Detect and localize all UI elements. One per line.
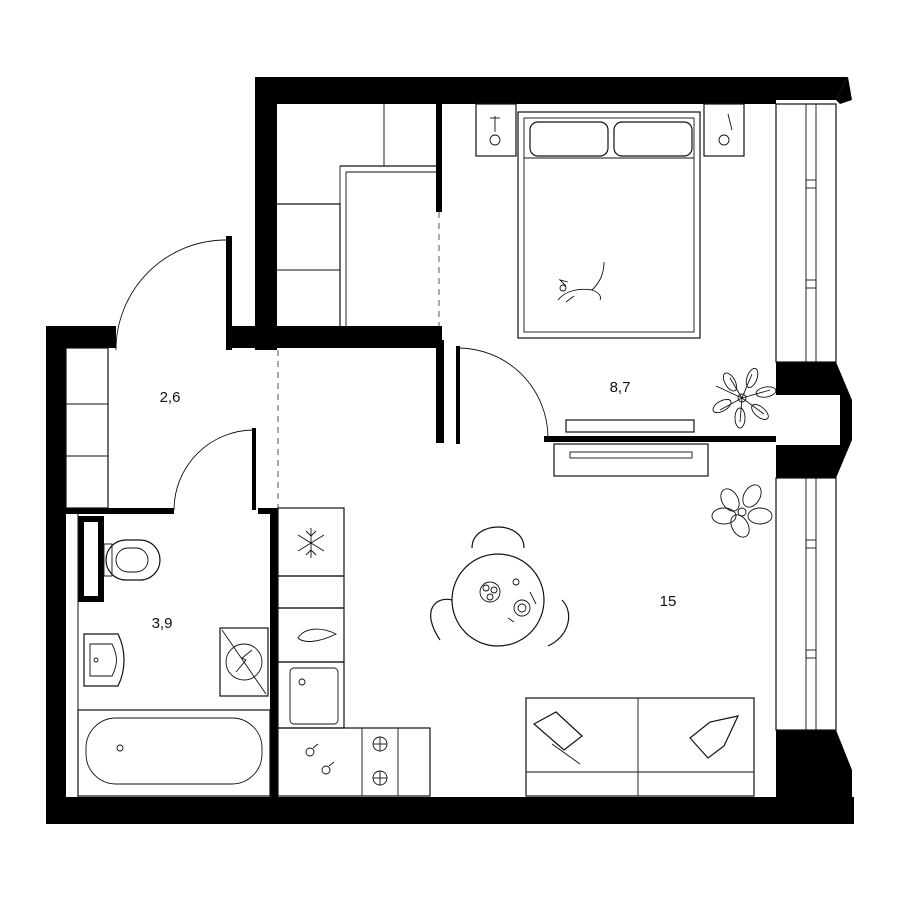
bedroom-door-leaf: [456, 346, 460, 444]
wall-bedroom-left-upper: [436, 104, 442, 212]
cups-icon: [305, 743, 335, 775]
plant-bedroom: [712, 367, 777, 429]
wall-upper-left: [255, 77, 277, 350]
counter-bottom: [277, 727, 431, 797]
bath-door-swing: [173, 429, 255, 511]
walls: [46, 77, 854, 824]
wall-bottom: [46, 797, 854, 824]
wall-bedroom-left-lower: [436, 340, 444, 443]
hall-shelves: [65, 347, 109, 509]
bath-door-leaf: [252, 428, 256, 510]
living-area-label: 15: [660, 593, 677, 610]
bedroom-door-swing: [457, 347, 549, 439]
bath-wall-gap: [66, 514, 78, 797]
nightstand-right: [703, 103, 745, 157]
sink-unit: [277, 661, 345, 729]
shaft-interior: [84, 522, 98, 596]
lightning-icon: [235, 649, 253, 673]
bed: [517, 111, 701, 339]
bathtub: [77, 709, 271, 797]
bathroom-area-label: 3,9: [152, 615, 173, 632]
wall-top-corner: [836, 77, 852, 104]
hall-area-label: 2,6: [160, 389, 181, 406]
plant-living: [711, 484, 773, 538]
bedroom-area-label: 8,7: [610, 379, 631, 396]
washbasin: [83, 633, 125, 687]
entrance-door-swing: [115, 239, 227, 351]
kitchen: [277, 507, 431, 797]
boiler: [219, 627, 269, 697]
wall-top: [255, 77, 848, 104]
wardrobe: [276, 104, 436, 326]
wall-right-pier: [776, 362, 852, 478]
wall-left: [46, 326, 66, 824]
windows: [775, 103, 837, 731]
nightstand-left: [475, 103, 517, 157]
tv-stand: [553, 419, 709, 477]
bathroom-fixtures: [77, 539, 271, 797]
wall-bath-right: [270, 508, 278, 798]
wall-hall-top-right: [232, 326, 442, 348]
water-drop-icon: [297, 628, 338, 642]
wall-bath-top: [66, 508, 174, 514]
wall-bath-top-right: [258, 508, 278, 514]
wall-right-bottom: [776, 730, 852, 824]
cat-icon: [557, 261, 605, 303]
counter-1: [277, 575, 345, 609]
entrance-door-leaf: [226, 236, 232, 350]
snowflake-icon: [297, 528, 325, 558]
wall-bedroom-living: [544, 436, 776, 442]
stove: [372, 736, 388, 786]
sofa: [525, 697, 755, 797]
toilet: [105, 539, 161, 581]
dining-table: [430, 526, 570, 647]
doors: [115, 236, 549, 511]
